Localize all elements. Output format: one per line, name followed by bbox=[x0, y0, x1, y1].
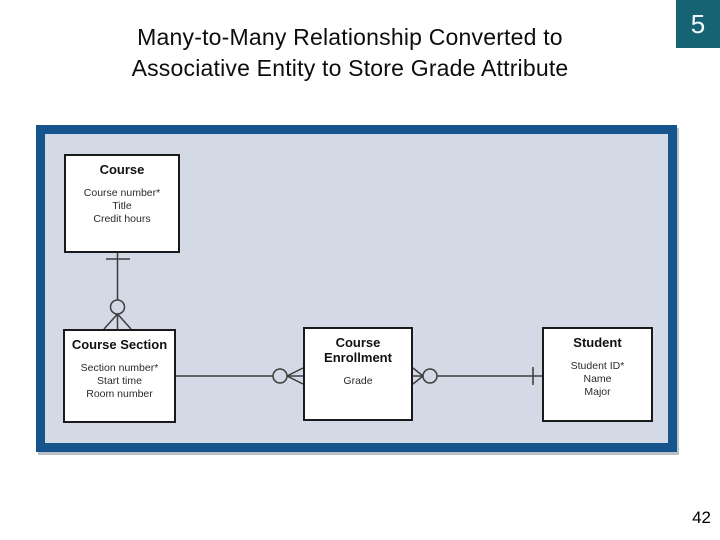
entity-attribute: Start time bbox=[97, 375, 142, 387]
crow-foot-icon bbox=[286, 367, 304, 385]
page-title-line1: Many-to-Many Relationship Converted to bbox=[137, 24, 563, 50]
cardinality-zero-circle bbox=[422, 368, 438, 384]
entity-attribute: Section number* bbox=[80, 362, 159, 374]
er-diagram-panel: Course Course number* Title Credit hours… bbox=[36, 125, 677, 452]
cardinality-zero-circle bbox=[272, 368, 288, 384]
slide-number-text: 5 bbox=[690, 8, 706, 39]
crow-foot-icon bbox=[103, 313, 132, 330]
page-title-line2: Associative Entity to Store Grade Attrib… bbox=[131, 55, 569, 81]
entity-course-title: Course bbox=[99, 162, 145, 177]
page-title: Many-to-Many Relationship Converted to A… bbox=[30, 22, 670, 84]
connector-coursesection-enrollment bbox=[145, 367, 304, 385]
entity-course-section: Course Section Section number* Start tim… bbox=[63, 329, 176, 423]
page-number: 42 bbox=[692, 508, 711, 527]
entity-attribute: Grade bbox=[343, 375, 373, 387]
entity-attribute: Room number bbox=[86, 388, 153, 400]
connector-enrollment-student bbox=[412, 367, 542, 385]
entity-course-enrollment: Course Enrollment Grade bbox=[303, 327, 413, 421]
connector-course-coursesection bbox=[103, 253, 132, 330]
entity-attribute: Name bbox=[583, 373, 612, 385]
cardinality-zero-circle bbox=[109, 299, 126, 315]
entity-attribute: Course number* bbox=[83, 187, 161, 199]
slide-number-badge: 5 bbox=[676, 0, 720, 48]
entity-attribute: Major bbox=[584, 386, 611, 398]
entity-student-title: Student bbox=[573, 335, 622, 350]
crow-foot-icon bbox=[412, 367, 424, 385]
entity-student: Student Student ID* Name Major bbox=[542, 327, 653, 422]
entity-attribute: Credit hours bbox=[93, 213, 151, 225]
er-connectors bbox=[103, 253, 542, 385]
entity-attribute: Student ID* bbox=[570, 360, 625, 372]
entity-course-section-title: Course Section bbox=[71, 337, 168, 352]
entity-course: Course Course number* Title Credit hours bbox=[64, 154, 180, 253]
entity-attribute: Title bbox=[112, 200, 132, 212]
entity-course-enrollment-title: Course Enrollment bbox=[324, 335, 392, 365]
